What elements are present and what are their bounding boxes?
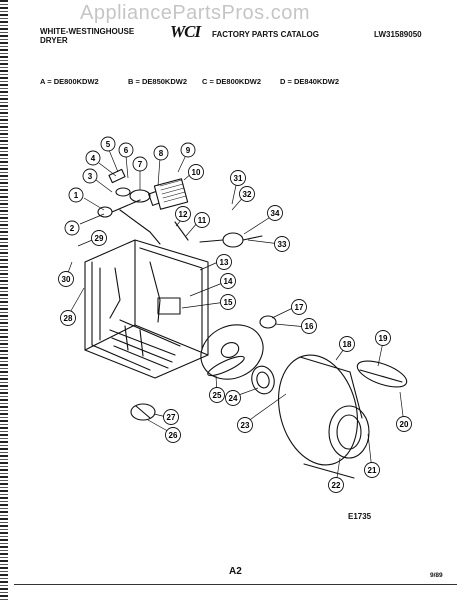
callout-26: 26 [165, 427, 181, 443]
catalog-title: FACTORY PARTS CATALOG [212, 30, 319, 39]
callout-33: 33 [274, 236, 290, 252]
callout-7: 7 [132, 156, 148, 172]
svg-text:23: 23 [241, 421, 250, 430]
callout-32: 32 [239, 186, 255, 202]
svg-text:18: 18 [343, 340, 352, 349]
catalog-code: LW31589050 [374, 30, 422, 39]
callout-34: 34 [267, 205, 283, 221]
svg-text:2: 2 [70, 224, 75, 233]
brand-label: WHITE-WESTINGHOUSE [40, 27, 135, 36]
model-a: A = DE800KDW2 [40, 77, 99, 86]
svg-text:16: 16 [305, 322, 314, 331]
callout-23: 23 [237, 417, 253, 433]
callout-24: 24 [225, 390, 241, 406]
callout-19: 19 [375, 330, 391, 346]
callout-15: 15 [220, 294, 236, 310]
callout-13: 13 [216, 254, 232, 270]
svg-text:28: 28 [64, 314, 73, 323]
callout-1: 1 [68, 187, 84, 203]
svg-text:30: 30 [62, 275, 71, 284]
svg-text:11: 11 [198, 216, 207, 225]
svg-text:25: 25 [213, 391, 222, 400]
svg-text:22: 22 [332, 481, 341, 490]
callout-17: 17 [291, 299, 307, 315]
callout-5: 5 [100, 136, 116, 152]
svg-text:14: 14 [224, 277, 233, 286]
site-watermark: AppliancePartsPros.com [80, 2, 310, 24]
callout-29: 29 [91, 230, 107, 246]
svg-text:20: 20 [400, 420, 409, 429]
svg-text:9: 9 [186, 146, 191, 155]
svg-text:3: 3 [88, 172, 93, 181]
model-c: C = DE800KDW2 [202, 77, 261, 86]
svg-text:27: 27 [167, 413, 176, 422]
callout-27: 27 [163, 409, 179, 425]
svg-text:5: 5 [106, 140, 111, 149]
svg-text:10: 10 [192, 168, 201, 177]
callout-markers: 1 2 3 4 5 6 7 8 9 10 11 12 13 14 15 16 1… [58, 136, 412, 493]
callout-9: 9 [180, 142, 196, 158]
callout-14: 14 [220, 273, 236, 289]
page-footer-rule [14, 584, 457, 585]
svg-text:4: 4 [91, 154, 96, 163]
page-number: A2 [229, 566, 242, 577]
svg-text:31: 31 [234, 174, 243, 183]
svg-text:7: 7 [138, 160, 143, 169]
svg-text:29: 29 [95, 234, 104, 243]
revision-date: 9/89 [430, 572, 443, 579]
binding-edge [0, 0, 8, 600]
svg-text:1: 1 [74, 191, 79, 200]
drum-belt [251, 315, 277, 395]
svg-text:13: 13 [220, 258, 229, 267]
svg-text:15: 15 [224, 298, 233, 307]
callout-20: 20 [396, 416, 412, 432]
callout-11: 11 [194, 212, 210, 228]
callout-2: 2 [64, 220, 80, 236]
callout-18: 18 [339, 336, 355, 352]
callout-21: 21 [364, 462, 380, 478]
svg-text:12: 12 [179, 210, 188, 219]
callout-22: 22 [328, 477, 344, 493]
callout-30: 30 [58, 271, 74, 287]
wci-logo: WCI [170, 22, 201, 41]
callout-6: 6 [118, 142, 134, 158]
callout-31: 31 [230, 170, 246, 186]
rear-bulkhead [200, 324, 264, 380]
callout-25: 25 [209, 387, 225, 403]
dryer-drum [277, 354, 370, 479]
svg-text:6: 6 [124, 146, 129, 155]
callout-10: 10 [188, 164, 204, 180]
callout-28: 28 [60, 310, 76, 326]
svg-text:26: 26 [169, 431, 178, 440]
svg-text:24: 24 [229, 394, 238, 403]
svg-text:21: 21 [368, 466, 377, 475]
svg-text:17: 17 [295, 303, 304, 312]
svg-text:8: 8 [159, 149, 164, 158]
model-b: B = DE850KDW2 [128, 77, 187, 86]
lint-trap [356, 360, 408, 388]
callout-12: 12 [175, 206, 191, 222]
svg-text:32: 32 [243, 190, 252, 199]
cabinet-housing [84, 239, 209, 379]
callout-16: 16 [301, 318, 317, 334]
svg-text:19: 19 [379, 334, 388, 343]
callout-3: 3 [82, 168, 98, 184]
svg-text:33: 33 [278, 240, 287, 249]
model-d: D = DE840KDW2 [280, 77, 339, 86]
svg-text:34: 34 [271, 209, 280, 218]
figure-id: E1735 [348, 512, 372, 521]
rear-fasteners [130, 403, 156, 421]
callout-8: 8 [153, 145, 169, 161]
motor-assembly [97, 168, 263, 248]
product-label: DRYER [40, 36, 68, 45]
callout-4: 4 [85, 150, 101, 166]
